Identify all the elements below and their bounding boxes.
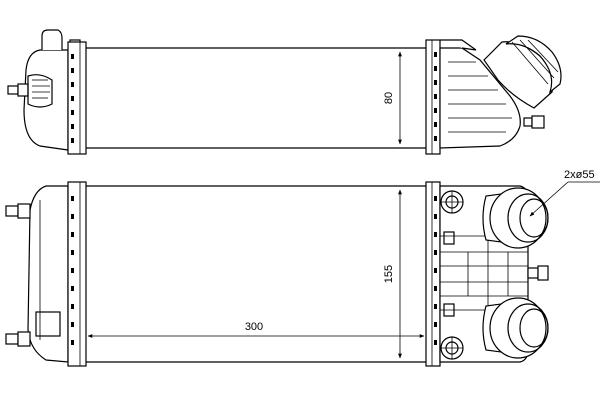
top-right-tank: [439, 35, 562, 149]
dimension-label-155: 155: [383, 265, 395, 283]
dimension-top-height: 80: [383, 51, 402, 145]
dimension-label-pipe-diameter: 2xø55: [564, 169, 595, 181]
top-left-header: [67, 41, 87, 155]
bottom-core: [86, 185, 426, 363]
bottom-left-tank: [5, 185, 69, 363]
top-outlet-pipe: [483, 35, 562, 109]
dimension-pipe-diameter: 2xø55: [529, 169, 600, 217]
top-view: 80: [7, 29, 562, 155]
bottom-view: 2xø55 155 300: [5, 169, 600, 367]
dimension-core-length: 300: [87, 321, 425, 338]
bottom-mount-boss-lower: [440, 336, 464, 360]
dimension-bottom-height: 155: [383, 189, 402, 359]
bottom-pipe-lower: [482, 297, 549, 359]
bottom-pipe-upper: [482, 187, 549, 249]
dimension-label-80: 80: [383, 92, 395, 104]
dimension-label-300: 300: [245, 321, 263, 333]
top-core: [86, 47, 426, 149]
bottom-left-header: [67, 181, 87, 367]
bottom-mount-boss-upper: [440, 190, 464, 214]
top-right-header: [425, 39, 441, 155]
bottom-right-header: [425, 181, 441, 367]
